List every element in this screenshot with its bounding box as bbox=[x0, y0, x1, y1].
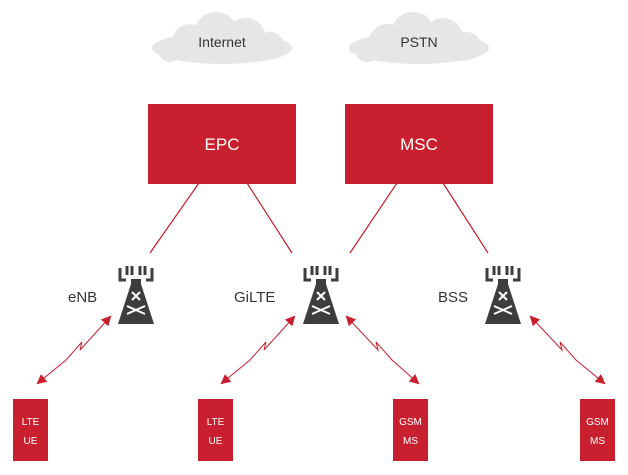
link-msc-gilte bbox=[349, 182, 398, 254]
device-line1: GSM bbox=[399, 417, 422, 428]
link-epc-gilte bbox=[246, 182, 293, 254]
device-line1: GSM bbox=[586, 417, 609, 428]
radio-link-bss-ms bbox=[529, 315, 606, 385]
device-line1: LTE bbox=[207, 417, 225, 428]
device-gsm-ms-2: GSM MS bbox=[580, 399, 615, 461]
msc-label: MSC bbox=[400, 135, 438, 154]
epc-label: EPC bbox=[205, 135, 240, 154]
device-line2: MS bbox=[403, 436, 418, 447]
internet-cloud-label: Internet bbox=[198, 34, 246, 50]
radio-link-enb-ue bbox=[36, 315, 112, 385]
epc-box: EPC bbox=[148, 104, 296, 184]
gilte-label: GiLTE bbox=[234, 289, 275, 306]
device-line1: LTE bbox=[22, 417, 40, 428]
gilte-station: GiLTE bbox=[234, 264, 341, 326]
enb-station: eNB bbox=[68, 264, 156, 326]
device-line2: MS bbox=[590, 436, 605, 447]
radio-links bbox=[36, 315, 606, 385]
radio-link-gilte-ms bbox=[345, 315, 420, 385]
device-line2: UE bbox=[209, 436, 223, 447]
backhaul-links bbox=[149, 182, 489, 254]
device-lte-ue-1: LTE UE bbox=[13, 399, 48, 461]
internet-cloud: Internet bbox=[152, 12, 292, 64]
cell-tower-icon bbox=[483, 264, 523, 326]
bss-station: BSS bbox=[438, 264, 523, 326]
pstn-cloud: PSTN bbox=[349, 12, 489, 64]
device-gsm-ms-1: GSM MS bbox=[393, 399, 428, 461]
device-lte-ue-2: LTE UE bbox=[198, 399, 233, 461]
link-msc-bss bbox=[442, 182, 489, 254]
device-line2: UE bbox=[24, 436, 38, 447]
cell-tower-icon bbox=[116, 264, 156, 326]
enb-label: eNB bbox=[68, 289, 97, 306]
bss-label: BSS bbox=[438, 289, 468, 306]
msc-box: MSC bbox=[345, 104, 493, 184]
cell-tower-icon bbox=[301, 264, 341, 326]
radio-link-gilte-ue bbox=[220, 315, 296, 385]
link-epc-enb bbox=[149, 182, 200, 254]
pstn-cloud-label: PSTN bbox=[400, 34, 437, 50]
